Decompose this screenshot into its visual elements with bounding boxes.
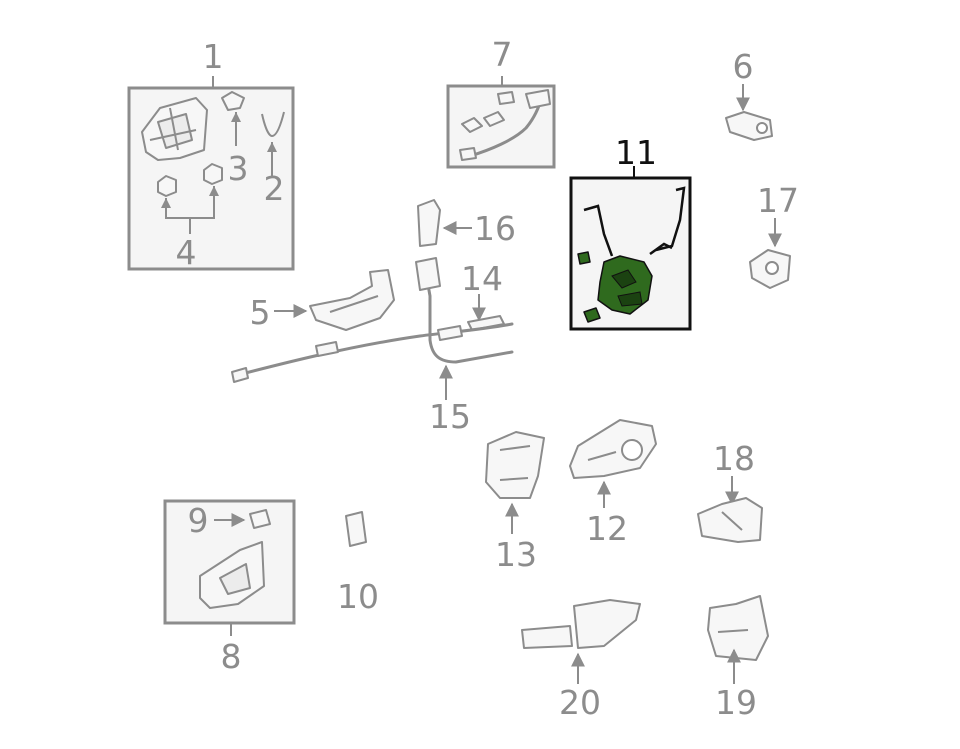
knob-part-16[interactable] bbox=[417, 199, 472, 247]
group-box-11-highlighted[interactable] bbox=[569, 166, 692, 331]
group-box-1[interactable] bbox=[127, 76, 295, 271]
rod-part-14[interactable] bbox=[415, 257, 514, 364]
part-label-12: 12 bbox=[586, 509, 628, 548]
part-label-5: 5 bbox=[250, 293, 271, 332]
part-label-15: 15 bbox=[429, 397, 471, 436]
screw-part-9[interactable] bbox=[214, 509, 271, 529]
hinge-part-19[interactable] bbox=[707, 595, 769, 684]
plug-part-10[interactable] bbox=[345, 511, 367, 547]
part-label-10: 10 bbox=[337, 577, 379, 616]
spring-part-2[interactable] bbox=[261, 111, 285, 178]
cable-part-15[interactable] bbox=[231, 322, 514, 400]
part-label-9: 9 bbox=[188, 501, 209, 540]
part-label-19: 19 bbox=[715, 683, 757, 722]
switch-part-6[interactable] bbox=[725, 84, 773, 141]
part-label-17: 17 bbox=[757, 181, 799, 220]
part-label-4: 4 bbox=[176, 233, 197, 272]
part-label-7: 7 bbox=[492, 35, 513, 74]
part-label-8: 8 bbox=[221, 637, 242, 676]
outer-handle-base-part[interactable] bbox=[141, 97, 208, 161]
inner-handle-part[interactable] bbox=[199, 541, 265, 609]
cover-part-13[interactable] bbox=[485, 431, 545, 534]
group-box-8[interactable] bbox=[163, 499, 296, 636]
latch-part-12[interactable] bbox=[569, 419, 657, 508]
part-label-2: 2 bbox=[264, 169, 285, 208]
clip-part-3[interactable] bbox=[221, 91, 245, 146]
checker-part-20[interactable] bbox=[521, 599, 641, 684]
part-label-1: 1 bbox=[203, 37, 224, 76]
part-label-11: 11 bbox=[615, 133, 657, 172]
part-label-13: 13 bbox=[495, 535, 537, 574]
nut-part-4[interactable] bbox=[157, 163, 223, 234]
hinge-part-18[interactable] bbox=[697, 476, 763, 543]
part-label-16: 16 bbox=[474, 209, 516, 248]
striker-part-17[interactable] bbox=[749, 218, 791, 289]
part-label-3: 3 bbox=[228, 149, 249, 188]
bracket-part-5[interactable] bbox=[274, 269, 395, 331]
part-label-14: 14 bbox=[461, 259, 503, 298]
part-label-6: 6 bbox=[733, 47, 754, 86]
part-label-20: 20 bbox=[559, 683, 601, 722]
part-label-18: 18 bbox=[713, 439, 755, 478]
group-box-7[interactable] bbox=[446, 76, 556, 169]
